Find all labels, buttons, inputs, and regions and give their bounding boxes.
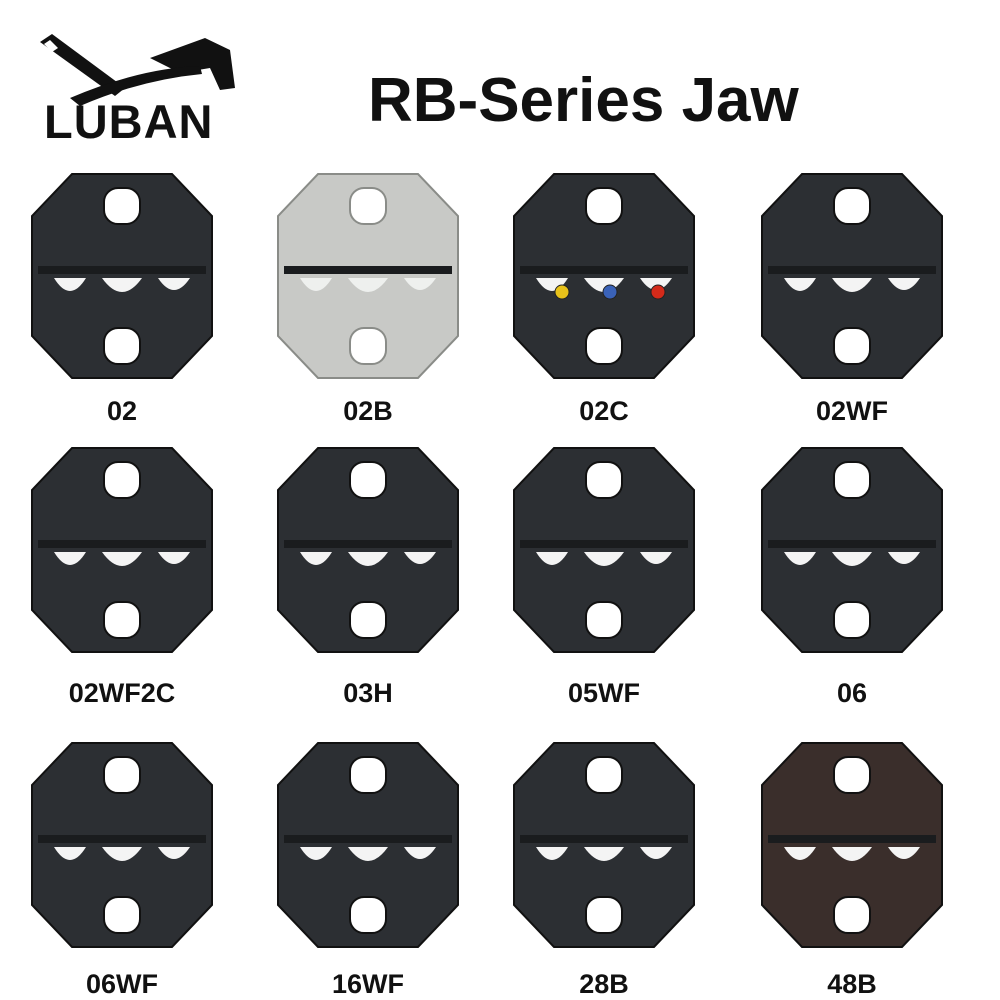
crimp-jaw-image <box>513 173 695 379</box>
jaw-label: 03H <box>343 678 393 708</box>
crimp-jaw-image <box>513 742 695 948</box>
jaw-item: 02B <box>258 166 478 425</box>
crimp-jaw-image <box>277 742 459 948</box>
jaw-item: 06 <box>742 440 962 707</box>
crimp-jaw-image <box>761 447 943 653</box>
jaw-item: 06WF <box>12 735 232 998</box>
jaw-label: 48B <box>827 969 877 999</box>
saw-and-hammer-icon <box>40 34 235 106</box>
jaw-label: 02WF <box>815 396 888 426</box>
jaw-item: 03H <box>258 440 478 707</box>
jaw-item: 02C <box>494 166 714 425</box>
jaw-item: 16WF <box>258 735 478 998</box>
jaw-item: 02WF <box>742 166 962 425</box>
jaw-item: 48B <box>742 735 962 998</box>
jaw-item: 28B <box>494 735 714 998</box>
jaw-label: 02B <box>343 396 393 426</box>
crimp-jaw-image <box>761 173 943 379</box>
jaw-label: 02 <box>106 396 138 426</box>
jaw-label: 02WF2C <box>68 678 176 708</box>
crimp-jaw-image <box>31 447 213 653</box>
crimp-jaw-image <box>513 447 695 653</box>
jaw-label: 16WF <box>331 969 404 999</box>
crimp-jaw-image <box>31 173 213 379</box>
crimp-jaw-image <box>761 742 943 948</box>
page-title: RB-Series Jaw <box>368 66 799 135</box>
jaw-label: 06WF <box>85 969 158 999</box>
jaw-label: 06 <box>836 678 868 708</box>
jaw-label: 02C <box>579 396 629 426</box>
crimp-jaw-image <box>31 742 213 948</box>
jaw-item: 05WF <box>494 440 714 707</box>
crimp-jaw-image <box>277 447 459 653</box>
jaw-label: 05WF <box>567 678 640 708</box>
jaw-item: 02 <box>12 166 232 425</box>
crimp-jaw-image <box>277 173 459 379</box>
jaw-item: 02WF2C <box>12 440 232 707</box>
logo-text: LUBAN <box>44 95 214 148</box>
luban-logo: LUBAN <box>30 28 245 158</box>
jaw-label: 28B <box>579 969 629 999</box>
